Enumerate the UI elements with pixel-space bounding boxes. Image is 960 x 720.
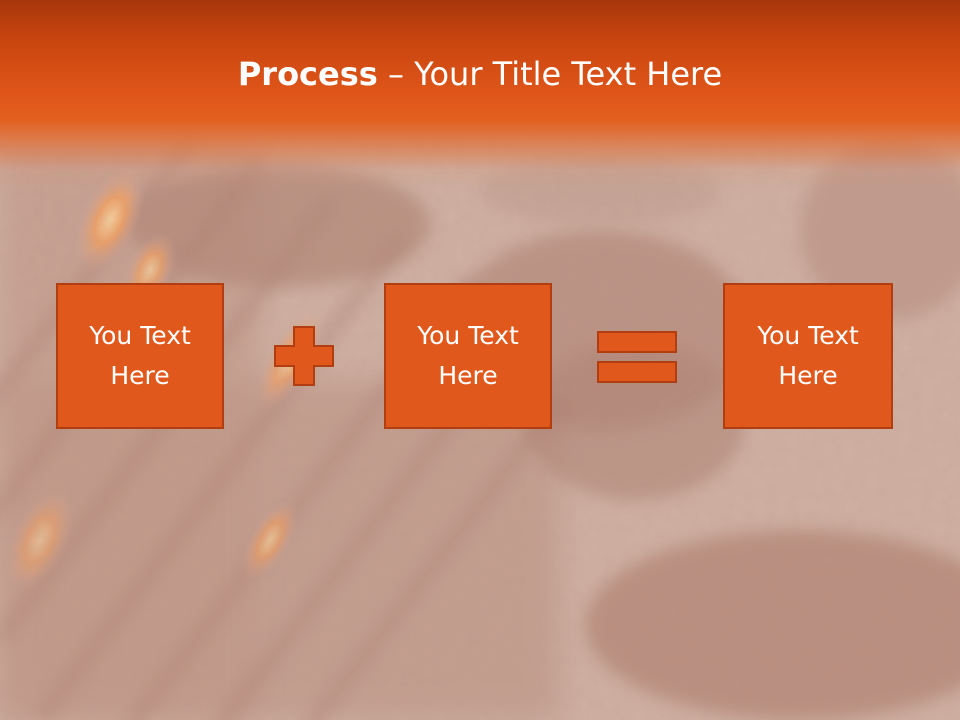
process-box-1-label: You Text Here xyxy=(89,321,191,390)
process-box-3[interactable]: You Text Here xyxy=(723,283,893,429)
process-box-2[interactable]: You Text Here xyxy=(384,283,552,429)
slide-title: Process – Your Title Text Here xyxy=(0,52,960,96)
equals-icon xyxy=(597,331,677,383)
process-box-2-label: You Text Here xyxy=(417,321,519,390)
plus-icon xyxy=(274,326,334,386)
title-rest: – Your Title Text Here xyxy=(377,55,723,93)
title-bold: Process xyxy=(237,55,378,93)
process-box-3-label: You Text Here xyxy=(757,321,859,390)
header-band xyxy=(0,0,960,190)
process-box-1[interactable]: You Text Here xyxy=(56,283,224,429)
